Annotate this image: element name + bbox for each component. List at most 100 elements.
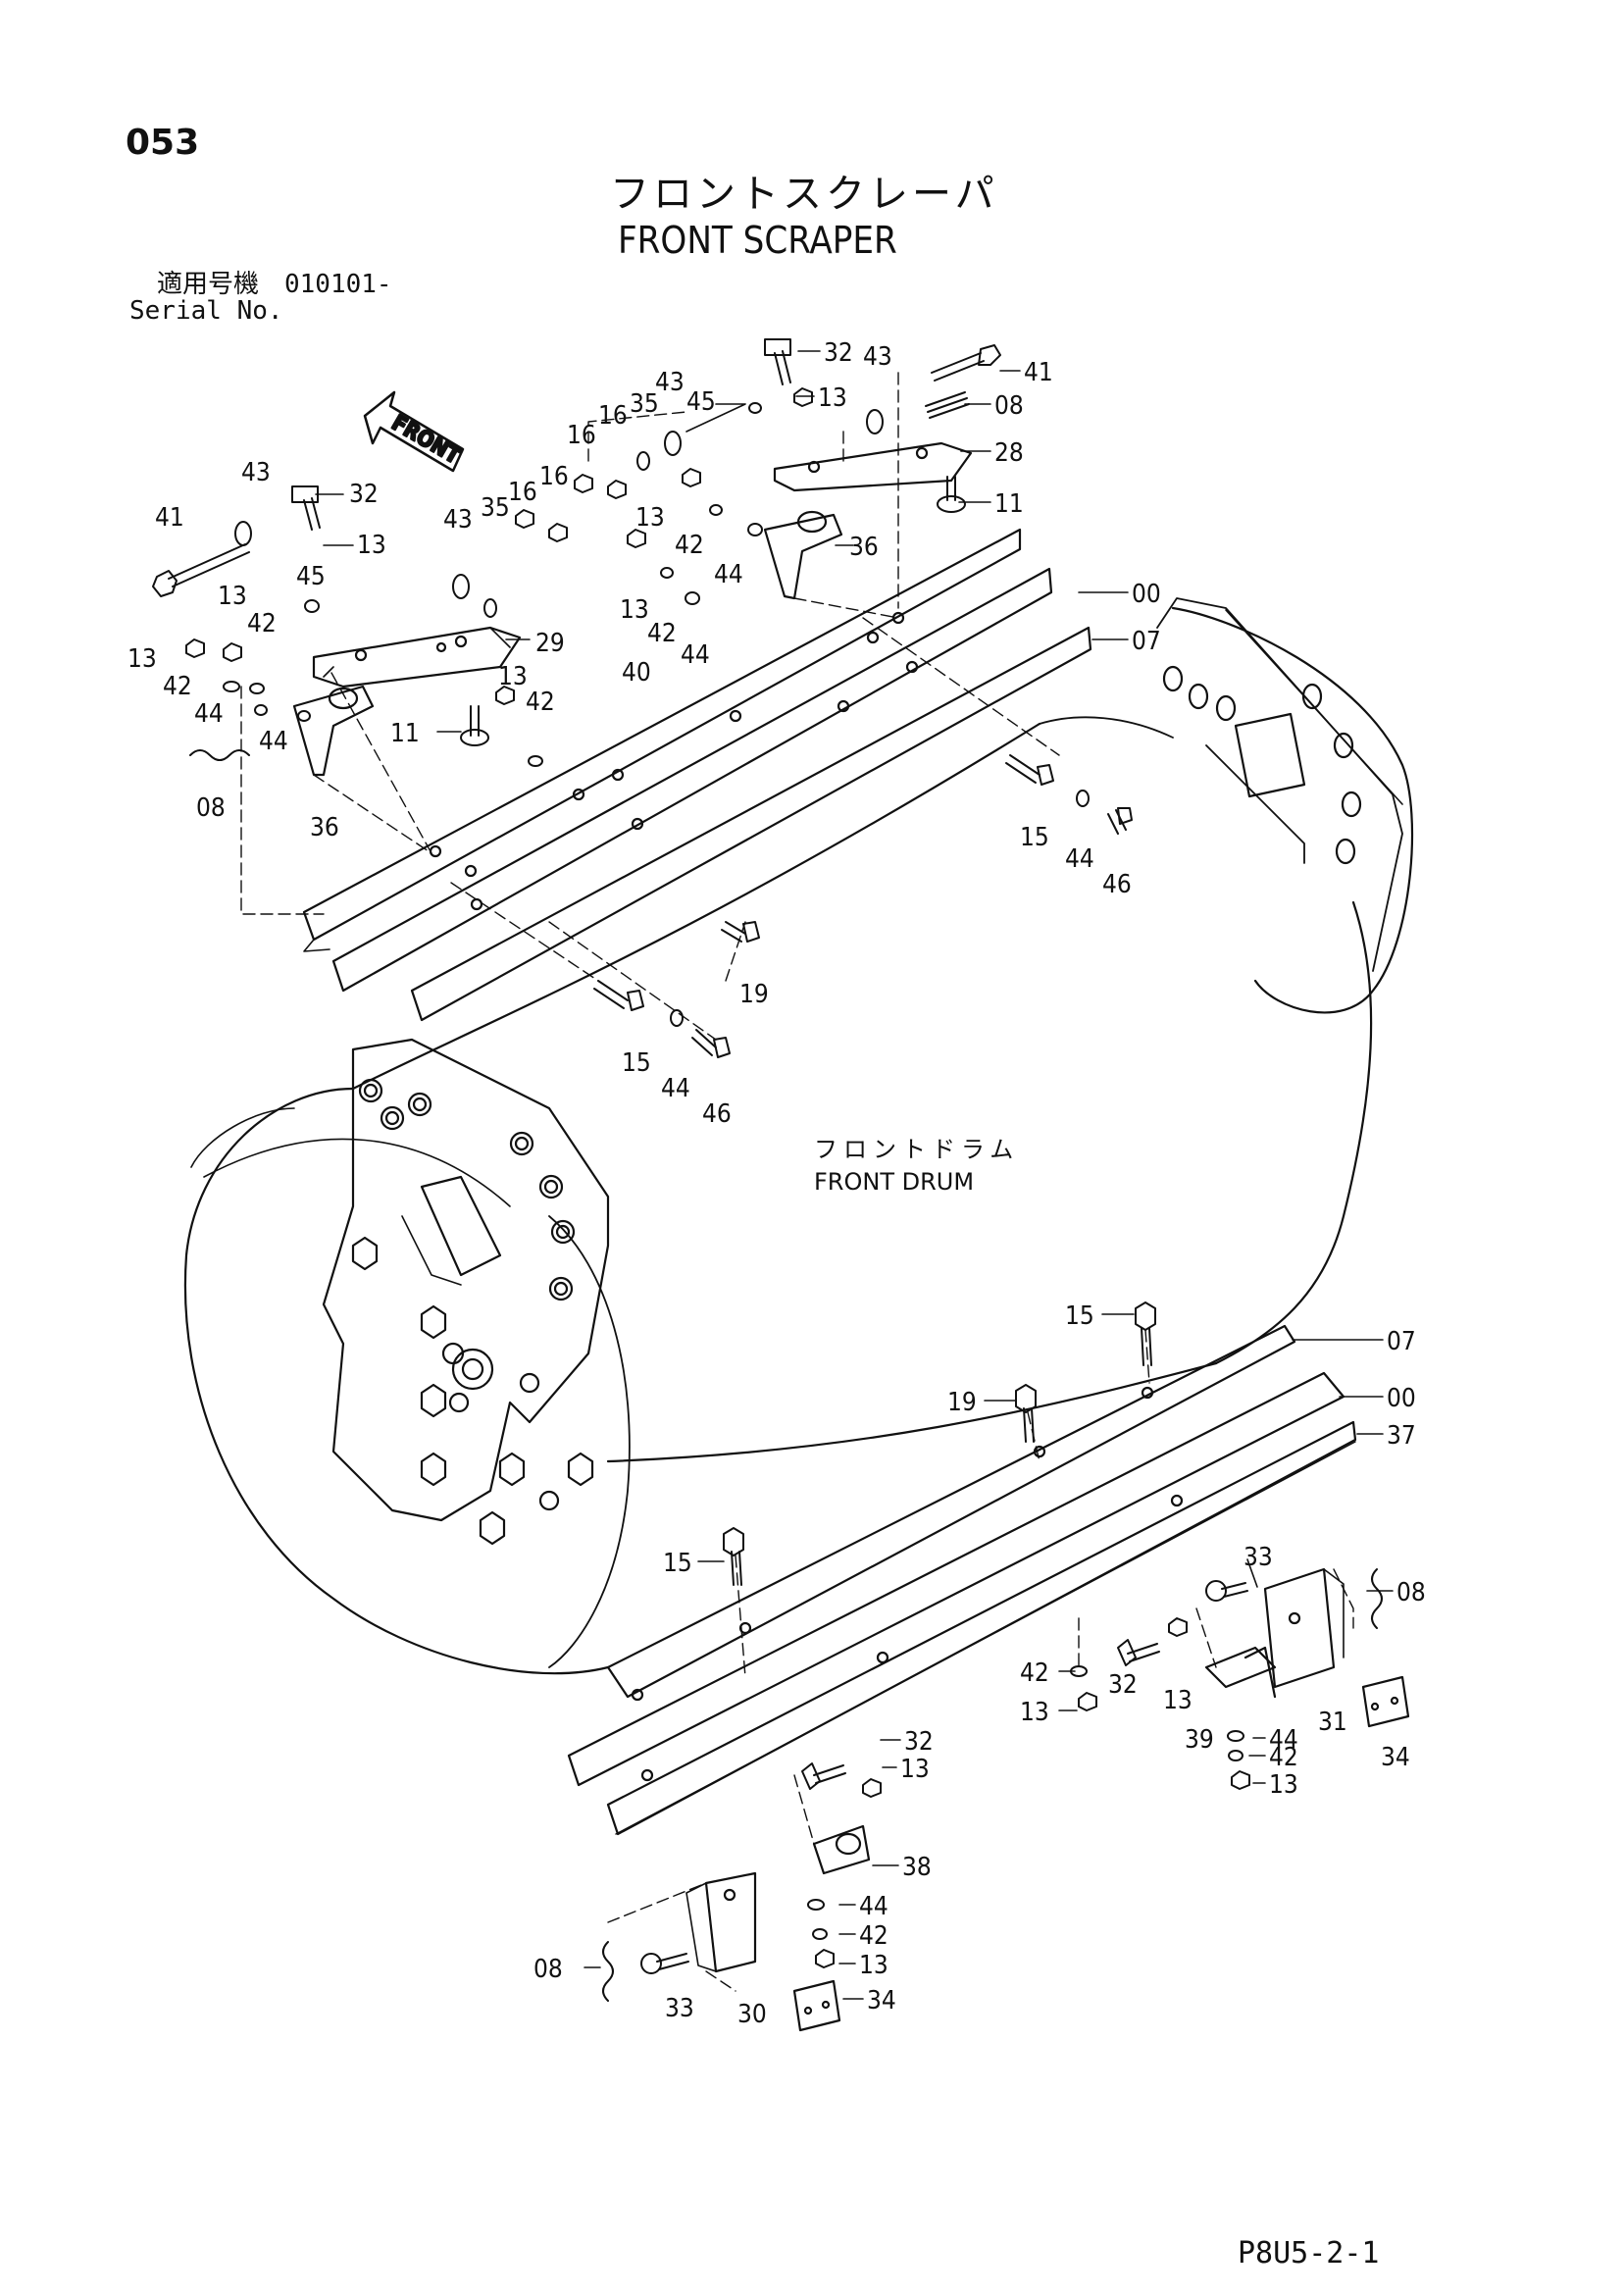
- bracket-29: [312, 626, 522, 689]
- callout-15: 15: [663, 1549, 692, 1578]
- callout-13: 13: [620, 595, 649, 625]
- callout-28: 28: [994, 438, 1024, 468]
- callout-46: 46: [1102, 870, 1132, 899]
- bracket-39: [1204, 1646, 1277, 1689]
- callout-40: 40: [622, 658, 651, 688]
- bracket-30: [685, 1871, 757, 1973]
- callout-13: 13: [859, 1951, 888, 1980]
- callout-39: 39: [1185, 1725, 1214, 1755]
- callout-33: 33: [1243, 1543, 1273, 1572]
- callout-38: 38: [902, 1853, 932, 1882]
- callout-43: 43: [655, 368, 685, 397]
- callout-35: 44: [661, 1074, 690, 1103]
- callout-13: 13: [498, 662, 528, 691]
- drum-label-japanese: フロントドラム: [814, 1136, 1020, 1163]
- bracket-28: [773, 441, 973, 492]
- serial-label-japanese: 適用号機: [157, 270, 260, 299]
- callout-13: 13: [1020, 1698, 1049, 1727]
- callout-37: 37: [1387, 1421, 1416, 1451]
- callout-36: 36: [310, 813, 339, 842]
- front-drum: [183, 597, 1414, 1675]
- callout-00: 00: [1387, 1384, 1416, 1413]
- callout-33: 33: [665, 1994, 694, 2023]
- callout-13: 13: [357, 531, 386, 560]
- callout-11: 11: [994, 489, 1024, 519]
- callout-29: 29: [535, 629, 565, 658]
- assembly-lines: [240, 372, 1354, 1992]
- callout-07: 07: [1387, 1327, 1416, 1356]
- callout-34: 34: [867, 1986, 896, 2015]
- callout-35: 44: [859, 1892, 888, 1921]
- callout-13: 13: [1269, 1770, 1298, 1800]
- callout-45: 45: [686, 387, 716, 417]
- callout-32: 32: [1108, 1670, 1138, 1700]
- callout-08: 08: [196, 793, 226, 823]
- title-english: FRONT SCRAPER: [618, 219, 897, 262]
- callout-16: 42: [675, 531, 704, 560]
- callout-32: 32: [824, 338, 853, 368]
- callout-42: 35: [481, 493, 510, 523]
- callout-43: 43: [443, 505, 473, 535]
- callout-13: 13: [218, 582, 247, 611]
- callout-16: 42: [247, 609, 277, 638]
- callout-41: 41: [155, 503, 184, 533]
- callout-16: 42: [1269, 1743, 1298, 1772]
- serial-label-english: Serial No.: [129, 296, 283, 326]
- bracket-31: [1243, 1567, 1345, 1699]
- callout-13: 13: [127, 644, 157, 674]
- callout-15: 15: [622, 1048, 651, 1078]
- footer-code: P8U5-2-1: [1238, 2236, 1380, 2270]
- callout-16: 42: [163, 672, 192, 701]
- callout-16: 42: [859, 1921, 888, 1951]
- callout-35: 44: [1065, 844, 1094, 874]
- callout-35: 44: [259, 727, 288, 756]
- callout-15: 15: [1020, 823, 1049, 852]
- callout-13: 13: [818, 383, 847, 413]
- callout-00: 00: [1132, 580, 1161, 609]
- callout-08: 08: [994, 391, 1024, 421]
- callout-16: 42: [526, 688, 555, 717]
- callout-numbers: 32 43 41 13 13 45 13 42 42 44 44 08 36 1…: [127, 338, 1426, 2029]
- front-arrow-label: FRONT: [387, 411, 464, 470]
- serial-value: 010101-: [284, 270, 392, 299]
- callout-35: 44: [194, 699, 224, 729]
- callout-16: 42: [1020, 1658, 1049, 1688]
- front-direction-arrow: FRONT: [363, 390, 466, 473]
- callout-19: 19: [947, 1388, 977, 1417]
- callout-44: 16: [539, 462, 569, 491]
- leader-lines: [315, 350, 1394, 2000]
- callout-41: 41: [1024, 358, 1053, 387]
- callout-16: 42: [647, 619, 677, 648]
- plate-34-right: [1361, 1675, 1410, 1728]
- callout-13: 13: [635, 503, 665, 533]
- callout-44: 16: [508, 478, 537, 507]
- clip-36-right: [763, 510, 843, 600]
- callout-46: 46: [702, 1099, 732, 1129]
- callout-43: 43: [863, 342, 892, 372]
- callout-07: 07: [1132, 627, 1161, 656]
- fasteners: [152, 338, 1383, 2002]
- callout-42: 35: [630, 389, 659, 419]
- callout-35: 44: [714, 560, 743, 589]
- page-number: 053: [126, 123, 200, 163]
- callout-44: 16: [567, 421, 596, 450]
- callout-30: 30: [737, 2000, 767, 2029]
- callout-36: 36: [849, 533, 879, 562]
- title-japanese: フロントスクレーパ: [610, 172, 998, 217]
- callout-08: 08: [533, 1955, 563, 1984]
- callout-11: 11: [390, 719, 420, 748]
- callout-34: 34: [1381, 1743, 1410, 1772]
- callout-44: 16: [598, 401, 628, 431]
- upper-scraper-blades: [302, 528, 1092, 1022]
- clip-36-left: [292, 685, 375, 777]
- callout-43: 43: [241, 458, 271, 487]
- callout-19: 19: [739, 980, 769, 1009]
- clip-38: [812, 1824, 871, 1875]
- callout-08: 08: [1396, 1578, 1426, 1607]
- plate-34-left: [792, 1979, 841, 2032]
- callout-35: 44: [1269, 1725, 1298, 1755]
- callout-32: 32: [904, 1727, 934, 1757]
- callout-15: 15: [1065, 1301, 1094, 1331]
- callout-13: 13: [900, 1755, 930, 1784]
